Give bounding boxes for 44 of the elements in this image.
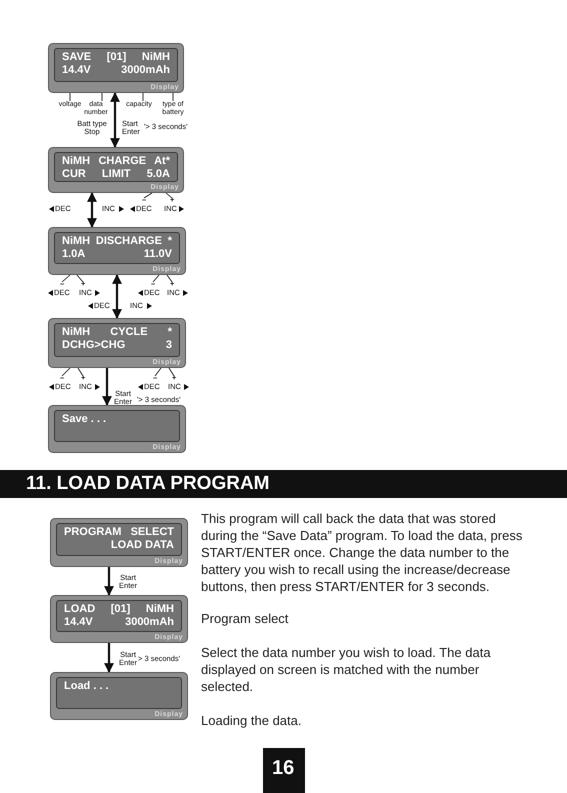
- double-arrow: [112, 274, 122, 319]
- lcd-display: [50, 518, 188, 567]
- screen-text: SAVE [01] NiMH: [62, 51, 170, 64]
- leader-line: [78, 368, 84, 376]
- screen-text: CUR LIMIT 5.0A: [62, 168, 170, 181]
- lcd-display: [48, 227, 186, 275]
- leader-line: [172, 92, 174, 102]
- leader-line: [62, 368, 70, 376]
- double-arrow: [110, 92, 120, 148]
- screen-text: DCHG>CHG 3: [62, 339, 172, 352]
- screen-text: PROGRAM SELECT: [64, 526, 174, 539]
- screen-text: LOAD [01] NiMH: [64, 603, 174, 616]
- screen-text: NiMH CHARGE At*: [62, 155, 170, 168]
- paragraph-text: This program will call back the data that was stored during the “Save Data” program. To load the data, press START/ENTER once. Change the data number to the battery you wish to recall using the increase/decrease buttons, then press START/ENTER for 3 seconds.: [201, 510, 524, 595]
- lcd-display: [50, 672, 188, 720]
- page-number: 16: [272, 757, 294, 780]
- screen-text: NiMH CYCLE *: [62, 326, 172, 339]
- paragraph-text: Program select: [201, 610, 290, 627]
- arrow: [104, 567, 114, 596]
- leader-line: [168, 368, 174, 376]
- screen-text: 14.4V 3000mAh: [62, 64, 170, 77]
- leader-line: [152, 274, 160, 282]
- lcd-display: [48, 405, 186, 453]
- double-arrow: [87, 192, 97, 228]
- lcd-display: [48, 147, 184, 193]
- paragraph-text: Select the data number you wish to load. The data displayed on screen is matched with the number selected.: [201, 644, 492, 695]
- paragraph-text: Loading the data.: [201, 712, 302, 729]
- leader-line: [144, 192, 152, 198]
- arrow: [104, 643, 114, 673]
- arrow: [102, 368, 112, 406]
- leader-line: [62, 274, 70, 282]
- screen-text: 1.0A 11.0V: [62, 248, 172, 261]
- screen-text: LOAD DATA: [110, 539, 174, 552]
- section-heading: 11. LOAD DATA PROGRAM: [26, 473, 270, 495]
- screen-text: 14.4V 3000mAh: [64, 616, 174, 629]
- leader-line: [76, 274, 84, 282]
- leader-line: [154, 368, 162, 376]
- lcd-display: [50, 595, 188, 643]
- screen-text: Save . . .: [62, 413, 108, 426]
- lcd-display: [48, 43, 184, 93]
- screen-text: Load . . .: [64, 680, 110, 693]
- lcd-display: [48, 318, 186, 368]
- screen-text: NiMH DISCHARGE *: [62, 235, 172, 248]
- leader-line: [142, 92, 144, 102]
